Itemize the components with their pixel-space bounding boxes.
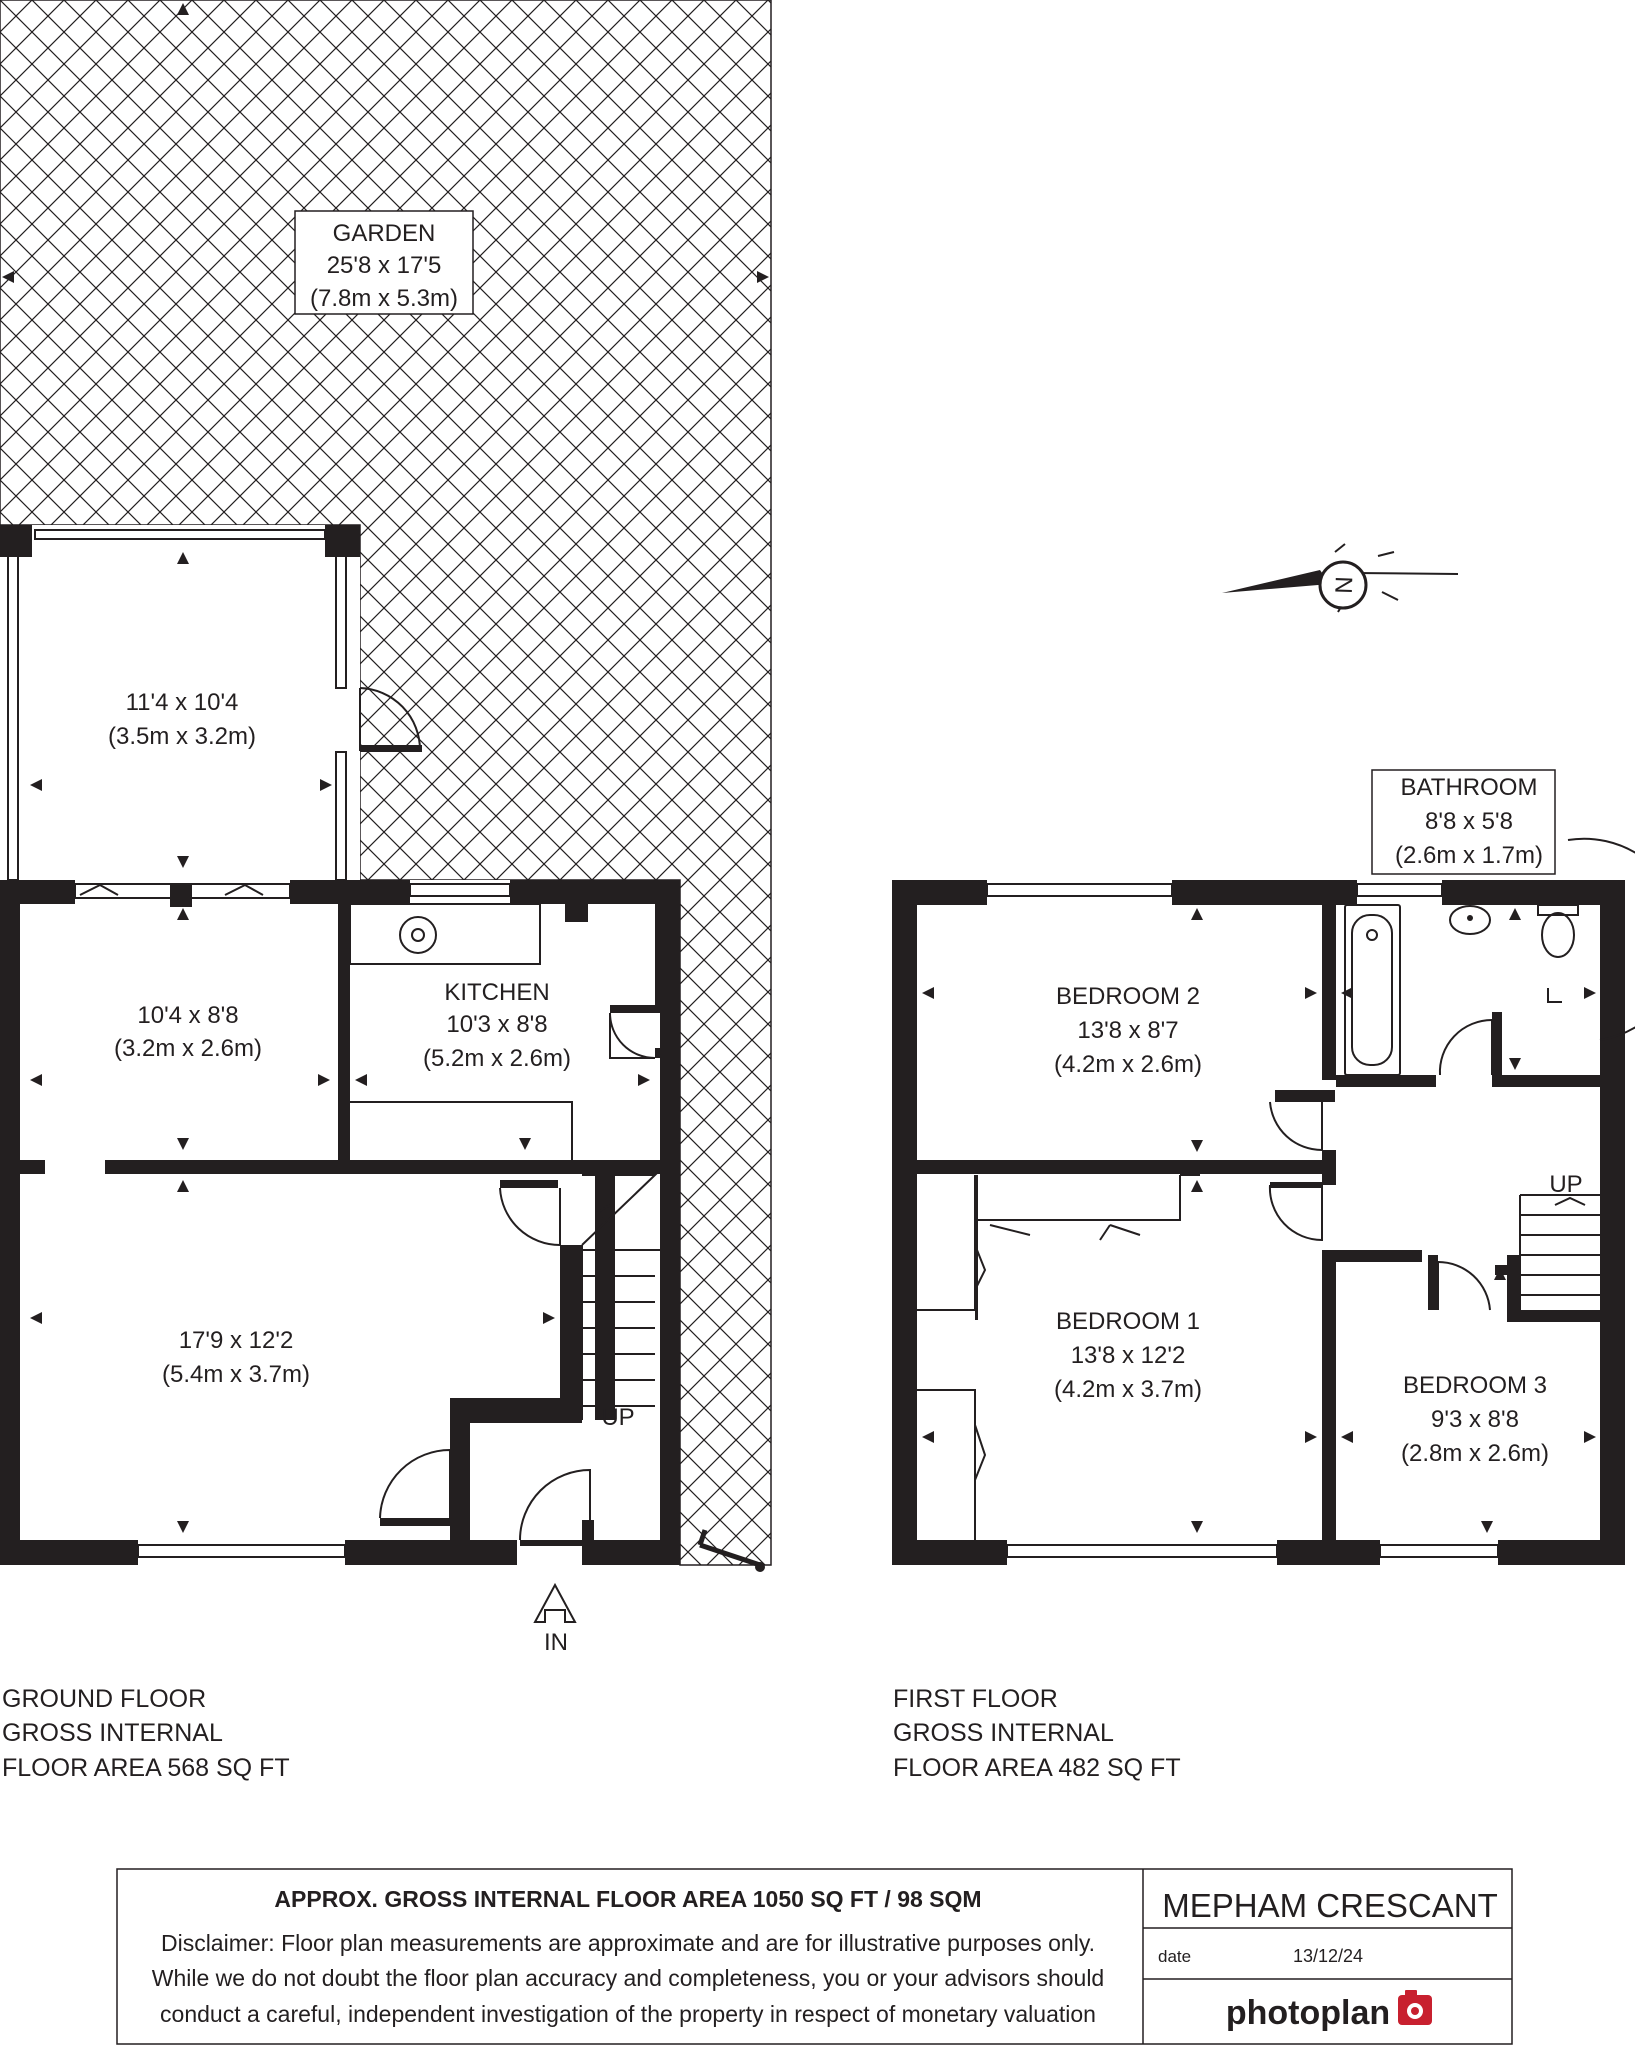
property-name: MEPHAM CRESCANT [1162,1887,1498,1924]
date-label: date [1158,1947,1191,1966]
bedroom1-metric: (4.2m x 3.7m) [1054,1376,1202,1403]
dining-dims: 10'4 x 8'8 [137,1002,238,1029]
bathroom-label: BATHROOM [1401,774,1538,801]
date-value: 13/12/24 [1293,1946,1363,1966]
bedroom2-dims: 13'8 x 8'7 [1077,1017,1178,1044]
garden-label: GARDEN [333,220,436,247]
footer-panel: APPROX. GROSS INTERNAL FLOOR AREA 1050 S… [116,1868,1513,2045]
bedroom1-label: BEDROOM 1 [1056,1308,1200,1335]
first-floor: BATHROOM 8'8 x 5'8 (2.6m x 1.7m) BEDROOM… [892,769,1635,1782]
living-metric: (5.4m x 3.7m) [162,1361,310,1388]
bedroom2-metric: (4.2m x 2.6m) [1054,1051,1202,1078]
disclaimer-line3: conduct a careful, independent investiga… [160,2001,1096,2027]
disclaimer-line2: While we do not doubt the floor plan acc… [152,1965,1104,1991]
living-dims: 17'9 x 12'2 [179,1327,294,1354]
garden-dims: 25'8 x 17'5 [327,252,442,279]
garden-area: GARDEN 25'8 x 17'5 (7.8m x 5.3m) [0,0,772,1566]
ground-area-line2: GROSS INTERNAL [2,1719,223,1747]
first-area-line3: FLOOR AREA 482 SQ FT [893,1754,1181,1782]
first-area-line1: FIRST FLOOR [893,1685,1058,1713]
bedroom2-label: BEDROOM 2 [1056,983,1200,1010]
conservatory-metric: (3.5m x 3.2m) [108,723,256,750]
kitchen-dims: 10'3 x 8'8 [446,1011,547,1038]
ground-area-line1: GROUND FLOOR [2,1685,206,1713]
ground-floor: 11'4 x 10'4 (3.5m x 3.2m) 10'4 x 8'8 (3.… [0,525,765,1782]
garden-metric: (7.8m x 5.3m) [310,285,458,312]
bathroom-metric: (2.6m x 1.7m) [1395,842,1543,869]
compass-icon: N [1222,543,1459,613]
bedroom3-metric: (2.8m x 2.6m) [1401,1440,1549,1467]
photoplan-logo: photoplan [1226,1994,1390,2032]
first-area-line2: GROSS INTERNAL [893,1719,1114,1747]
bedroom1-dims: 13'8 x 12'2 [1071,1342,1186,1369]
camera-icon [1398,1990,1432,2025]
dining-metric: (3.2m x 2.6m) [114,1035,262,1062]
bedroom3-label: BEDROOM 3 [1403,1372,1547,1399]
entrance-label: IN [544,1629,568,1656]
kitchen-metric: (5.2m x 2.6m) [423,1045,571,1072]
conservatory-dims: 11'4 x 10'4 [126,689,239,716]
total-floor-area: APPROX. GROSS INTERNAL FLOOR AREA 1050 S… [274,1886,981,1912]
kitchen-label: KITCHEN [444,979,549,1006]
ground-area-line3: FLOOR AREA 568 SQ FT [2,1754,290,1782]
ground-stairs-label: UP [601,1404,634,1431]
bathroom-dims: 8'8 x 5'8 [1425,808,1513,835]
first-stairs-label: UP [1549,1171,1582,1198]
bedroom3-dims: 9'3 x 8'8 [1431,1406,1519,1433]
disclaimer-line1: Disclaimer: Floor plan measurements are … [161,1930,1095,1956]
compass-north-label: N [1331,576,1359,594]
